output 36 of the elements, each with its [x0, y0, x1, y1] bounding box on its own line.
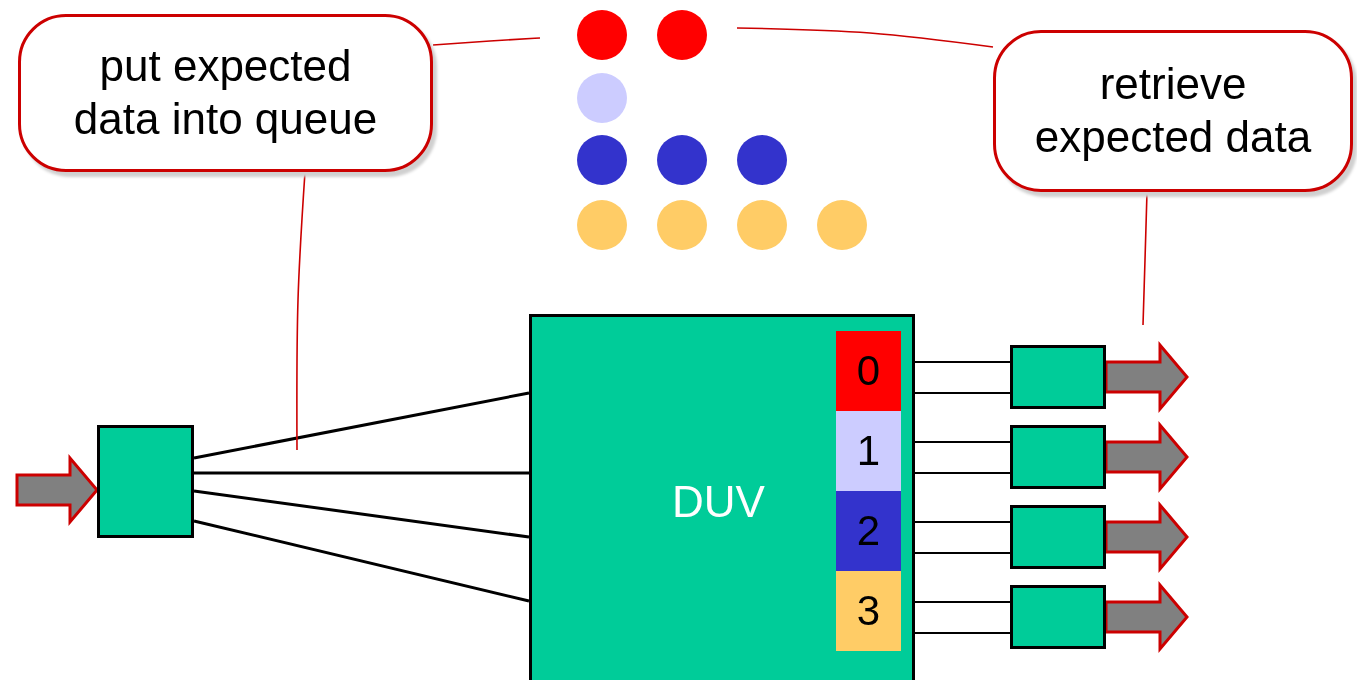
block-arrow	[15, 453, 99, 527]
connector-line	[914, 552, 1011, 554]
connector-line	[914, 632, 1011, 634]
duv-block	[529, 314, 915, 680]
callout-text: retrieve expected data	[1033, 58, 1313, 163]
process-box	[97, 425, 194, 538]
connector-line	[914, 521, 1011, 523]
callout-box	[18, 14, 433, 172]
connector-line	[914, 361, 1011, 363]
block-arrow	[1104, 420, 1189, 494]
process-box	[1010, 585, 1106, 649]
leader-line	[1142, 191, 1148, 326]
block-arrow	[1104, 500, 1189, 574]
connector-line	[193, 391, 530, 460]
process-box	[1010, 425, 1106, 489]
queue-slot: 1	[836, 411, 901, 491]
connector-line	[194, 471, 529, 475]
connector-line	[193, 489, 530, 539]
connector-line	[914, 472, 1011, 474]
queue-slot: 0	[836, 331, 901, 411]
callout-box	[993, 30, 1353, 192]
block-arrow	[1104, 340, 1189, 414]
block-label: DUV	[672, 477, 765, 527]
connector-line	[914, 441, 1011, 443]
process-box	[1010, 345, 1106, 409]
process-box	[1010, 505, 1106, 569]
connector-line	[914, 601, 1011, 603]
leader-line	[736, 27, 994, 48]
leader-line	[432, 37, 541, 46]
connector-line	[914, 392, 1011, 394]
leader-line	[296, 171, 306, 451]
callout-text: put expected data into queue	[72, 40, 379, 145]
connector-line	[193, 519, 530, 603]
queue-slot: 2	[836, 491, 901, 571]
block-arrow	[1104, 580, 1189, 654]
queue-slot: 3	[836, 571, 901, 651]
